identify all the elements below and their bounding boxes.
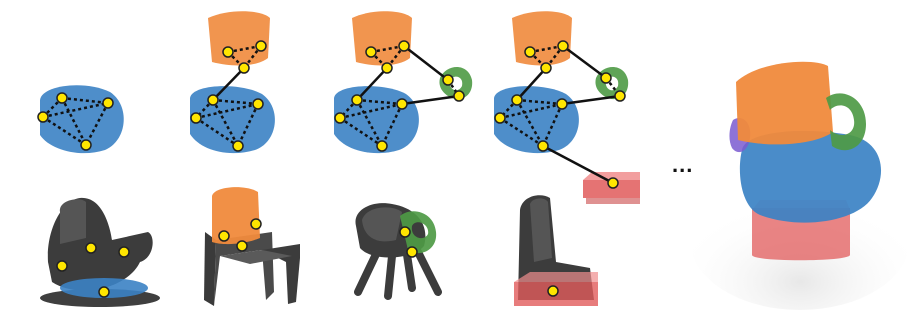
graph-step-4 [494,11,640,204]
back-part [512,11,572,65]
source-chair-2 [204,187,300,306]
source-chair-1 [40,198,160,307]
source-chair-3 [355,203,438,296]
source-chair-4 [514,195,598,306]
back-part [736,62,833,145]
graph-step-1 [38,85,124,153]
graph-step-3 [334,11,472,153]
back-part [352,11,412,65]
assembled-shape [690,62,910,310]
seat-part [740,131,881,223]
graph-step-2 [190,11,275,153]
back-part [208,11,270,65]
continuation-ellipsis: ... [672,152,693,177]
